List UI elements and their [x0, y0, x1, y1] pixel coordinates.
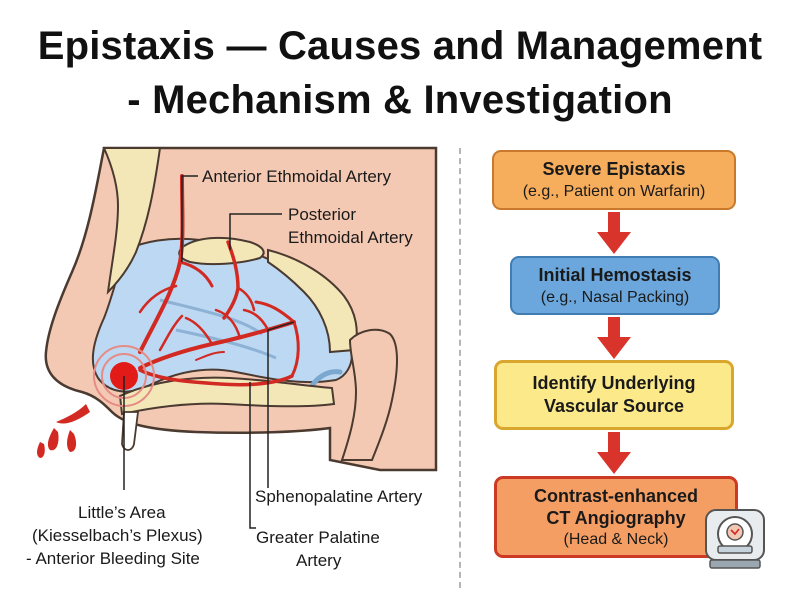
label-littles-area-line1: Little’s Area [78, 503, 166, 522]
eustachian-opening [309, 369, 343, 389]
label-littles-area-line2: (Kiesselbach’s Plexus) [32, 526, 203, 545]
nasopharynx-wall [340, 328, 398, 461]
blood-flow [56, 404, 90, 424]
turbinate-shadow [159, 298, 263, 336]
blood-drop-icon [37, 442, 45, 458]
flow-step-subtitle: (e.g., Patient on Warfarin) [522, 183, 706, 200]
label-posterior-ethmoidal-artery-line1: Posterior [288, 205, 357, 224]
blood-drop-icon [67, 430, 77, 452]
page-subtitle: - Mechanism & Investigation [127, 78, 673, 122]
nasal-anatomy-diagram [37, 146, 438, 529]
flow-step-ct-angiography: Contrast-enhanced CT Angiography (Head &… [494, 476, 738, 558]
hard-palate [118, 376, 336, 416]
label-anterior-ethmoidal-artery: Anterior Ethmoidal Artery [202, 167, 391, 186]
flow-step-subtitle: (Head & Neck) [563, 530, 669, 548]
flow-step-identify-source: Identify Underlying Vascular Source [494, 360, 734, 430]
leader-lines [123, 175, 295, 529]
blood-drop-icon [47, 428, 59, 451]
cribriform-plate [178, 236, 265, 266]
label-greater-palatine-artery-line2: Artery [296, 551, 342, 570]
flow-step-title-line1: Contrast-enhanced [533, 485, 699, 506]
flow-step-severe-epistaxis: Severe Epistaxis (e.g., Patient on Warfa… [492, 150, 736, 210]
flow-step-subtitle: (e.g., Nasal Packing) [540, 288, 690, 306]
flow-step-title: Severe Epistaxis [542, 159, 686, 179]
down-arrow-icon [597, 317, 631, 359]
flow-step-title-line2: CT Angiography [546, 507, 686, 528]
flow-step-title-line1: Identify Underlying [532, 373, 696, 393]
down-arrow-icon [597, 212, 631, 254]
label-sphenopalatine-artery: Sphenopalatine Artery [255, 487, 423, 506]
down-arrow-icon [597, 432, 631, 474]
greater-palatine-artery [138, 368, 294, 387]
turbinate-shadow [175, 328, 277, 360]
flow-step-title: Initial Hemostasis [538, 264, 692, 285]
page-title: Epistaxis — Causes and Management [37, 24, 763, 68]
flow-step-initial-hemostasis: Initial Hemostasis (e.g., Nasal Packing) [510, 256, 720, 315]
sphenoid-bone [267, 248, 358, 354]
label-greater-palatine-artery-line1: Greater Palatine [256, 528, 380, 547]
tooth [121, 411, 140, 451]
label-littles-area-line3: - Anterior Bleeding Site [26, 549, 200, 568]
nasal-bone [102, 147, 162, 295]
artery-network [138, 174, 300, 387]
ct-scanner-icon [705, 509, 765, 569]
section-divider [459, 148, 461, 588]
label-posterior-ethmoidal-artery-line2: Ethmoidal Artery [288, 228, 413, 247]
flow-step-title-line2: Vascular Source [543, 396, 685, 416]
